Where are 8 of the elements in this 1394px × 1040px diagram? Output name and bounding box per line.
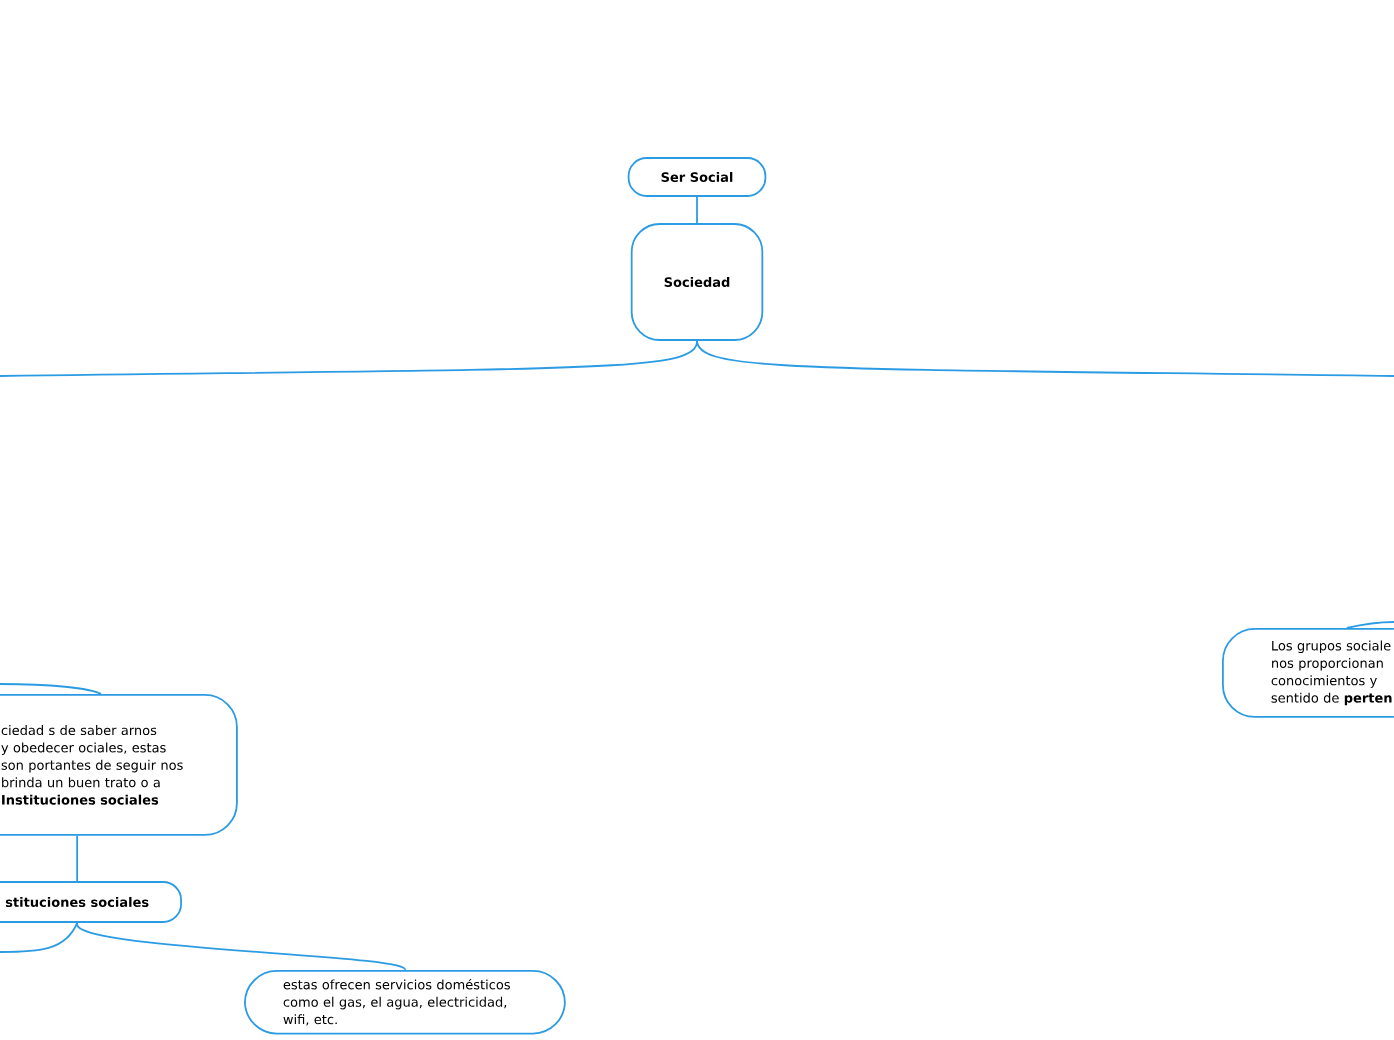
connector-line bbox=[1346, 621, 1394, 629]
connector-line bbox=[696, 196, 698, 224]
connector-line bbox=[0, 922, 79, 953]
connector-line bbox=[76, 922, 406, 971]
connector-line bbox=[0, 683, 102, 695]
connector-line bbox=[0, 340, 698, 377]
connector-line bbox=[76, 834, 79, 882]
connector-line bbox=[696, 340, 1394, 377]
